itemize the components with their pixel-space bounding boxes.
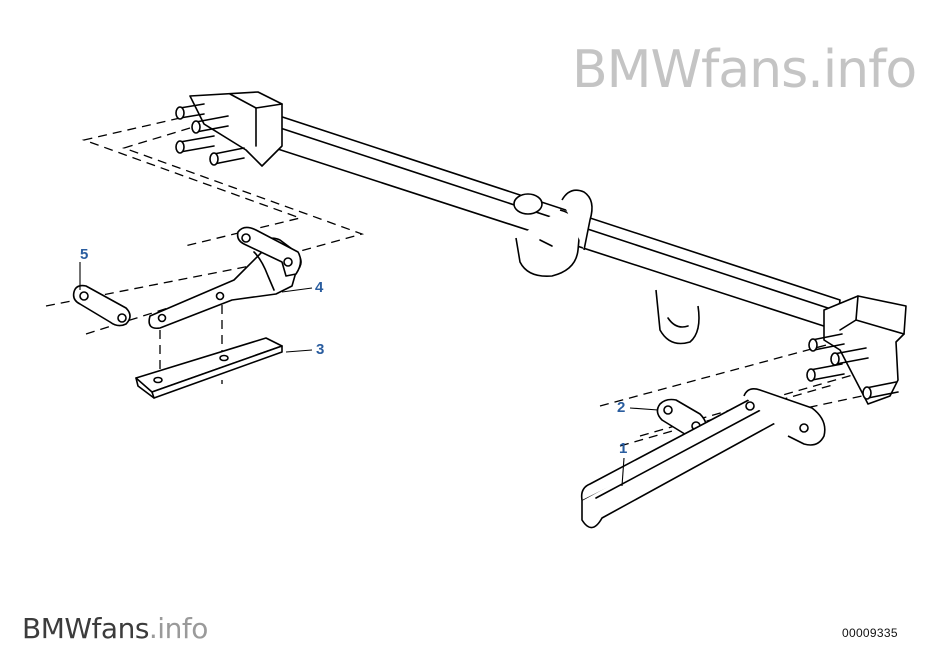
callout-3: 3: [316, 341, 324, 358]
watermark-bottom: BMWfans.info: [22, 612, 208, 645]
callout-2: 2: [617, 399, 625, 416]
callout-5: 5: [80, 246, 88, 263]
watermark-top: BMWfans.info: [572, 40, 917, 100]
callout-leader-lines: [79, 262, 659, 487]
watermark-top-suffix: .info: [807, 40, 917, 100]
cross-member: [175, 91, 907, 405]
callout-1: 1: [619, 440, 627, 457]
diagram-code: 00009335: [842, 626, 898, 640]
callout-4: 4: [315, 279, 324, 296]
watermark-bottom-main: BMWfans: [22, 612, 149, 645]
part-3-shim-plate: [135, 337, 283, 399]
part-4-bracket: [148, 226, 302, 330]
part-1-guide-rail: [580, 388, 826, 529]
watermark-top-main: BMWfans: [572, 40, 808, 100]
watermark-bottom-suffix: .info: [148, 612, 208, 645]
part-5-link-plate: [72, 284, 131, 327]
